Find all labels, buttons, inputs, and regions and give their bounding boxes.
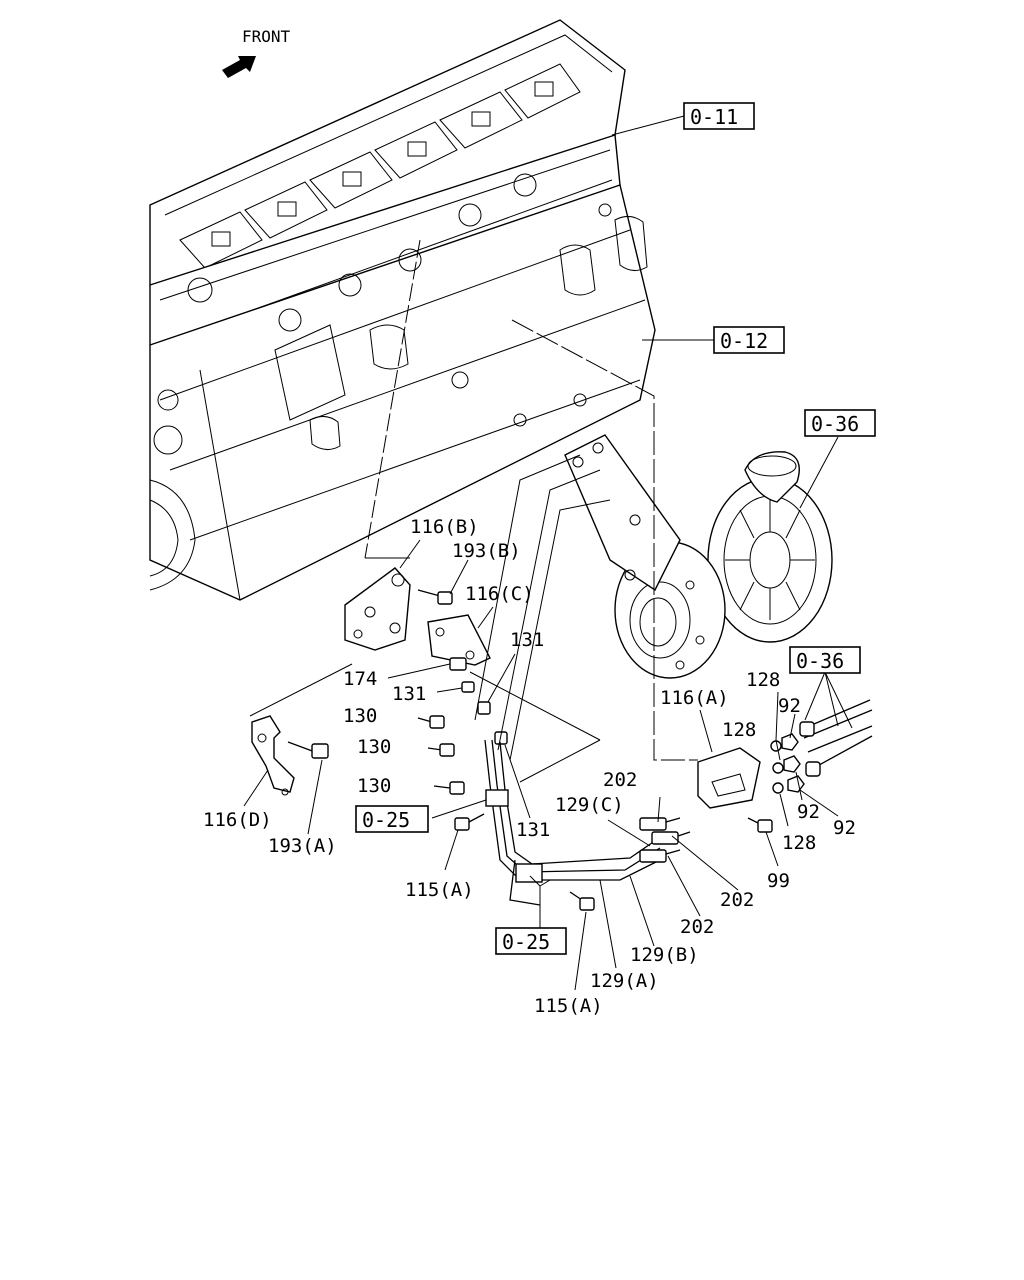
callout-92-b: 92 <box>797 801 820 823</box>
nut-92-bottom <box>787 775 805 793</box>
ref-box-0-36-lower: 0-36 <box>789 646 861 674</box>
oil-pipes <box>474 454 663 906</box>
leader-lines <box>243 115 853 991</box>
callout-116c: 116(C) <box>465 583 534 605</box>
bolt-130-bottom <box>433 781 465 795</box>
callout-193a: 193(A) <box>268 835 337 857</box>
bolt-193a <box>287 741 329 759</box>
plate-116c <box>427 614 491 666</box>
callout-128-b: 128 <box>722 719 756 741</box>
bolt-115a-upper <box>454 813 485 831</box>
washer-128-bottom <box>772 782 784 794</box>
clip-131-left <box>461 681 475 693</box>
callout-128-a: 128 <box>746 669 780 691</box>
pipe-clamp-upper <box>485 789 509 807</box>
callout-128-c: 128 <box>782 832 816 854</box>
callout-131-b: 131 <box>392 683 426 705</box>
ref-box-0-25-lower: 0-25 <box>495 927 567 955</box>
bolt-193b <box>417 589 453 605</box>
callout-116b: 116(B) <box>410 516 479 538</box>
ref-0-36-lower-label: 0-36 <box>796 649 844 673</box>
callouts: 116(B) 193(B) 116(C) 131 174 131 130 130… <box>203 516 856 1017</box>
callout-131-c: 131 <box>516 819 550 841</box>
callout-129a: 129(A) <box>590 970 659 992</box>
ref-0-25-upper-label: 0-25 <box>362 808 410 832</box>
callout-174: 174 <box>343 668 377 690</box>
nut-92-middle <box>783 755 801 773</box>
washer-128-middle <box>772 762 784 774</box>
ref-0-36-upper-label: 0-36 <box>811 412 859 436</box>
ref-box-0-25-upper: 0-25 <box>355 805 429 833</box>
callout-116d: 116(D) <box>203 809 272 831</box>
ref-box-0-11: 0-11 <box>683 102 755 130</box>
ref-0-11-label: 0-11 <box>690 105 738 129</box>
ref-0-25-lower-label: 0-25 <box>502 930 550 954</box>
callout-130-b: 130 <box>357 736 391 758</box>
bolt-99 <box>747 817 773 833</box>
bolt-130-middle <box>427 743 455 757</box>
engine-block <box>149 19 656 601</box>
callout-202-c: 202 <box>680 916 714 938</box>
bolt-130-top <box>417 715 445 729</box>
nut-174 <box>449 657 467 671</box>
pipe-clamp-lower <box>515 863 543 883</box>
turbocharger <box>564 434 833 679</box>
clip-131-right <box>494 731 508 745</box>
clip-131-center <box>477 701 491 715</box>
callout-193b: 193(B) <box>452 540 521 562</box>
callout-116a: 116(A) <box>660 687 729 709</box>
callout-92-c: 92 <box>833 817 856 839</box>
studs <box>799 699 873 777</box>
bracket-116d <box>251 715 295 796</box>
union-bolt-202-middle <box>651 831 691 845</box>
union-bolt-202-top <box>639 817 681 831</box>
bracket-116a <box>697 747 761 809</box>
callout-202-b: 202 <box>720 889 754 911</box>
ref-0-12-label: 0-12 <box>720 329 768 353</box>
union-bolt-202-bottom <box>639 849 681 863</box>
callout-131-a: 131 <box>510 629 544 651</box>
callout-130-a: 130 <box>343 705 377 727</box>
callout-202-a: 202 <box>603 769 637 791</box>
callout-115a-upper: 115(A) <box>405 879 474 901</box>
callout-129c: 129(C) <box>555 794 624 816</box>
arrow-icon <box>222 56 256 78</box>
ref-box-0-12: 0-12 <box>713 326 785 354</box>
callout-92-a: 92 <box>778 695 801 717</box>
front-label: FRONT <box>242 27 291 46</box>
bolt-115a-lower <box>569 891 595 911</box>
callout-130-c: 130 <box>357 775 391 797</box>
ref-box-0-36-upper: 0-36 <box>804 409 876 437</box>
callout-115a-lower: 115(A) <box>534 995 603 1017</box>
callout-129b: 129(B) <box>630 944 699 966</box>
bracket-116b <box>344 567 411 651</box>
callout-99: 99 <box>767 870 790 892</box>
